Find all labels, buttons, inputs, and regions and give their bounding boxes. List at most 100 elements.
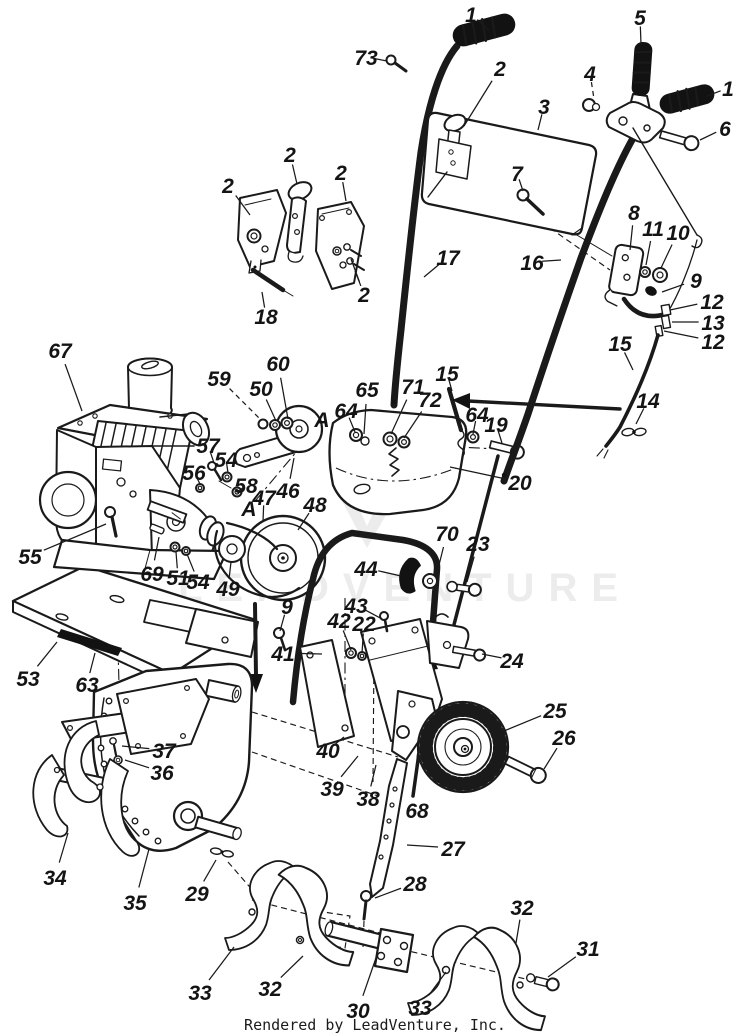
bracket-plate-right — [315, 201, 365, 290]
leader-line — [43, 523, 107, 551]
cable-adjuster-12 — [660, 303, 672, 317]
leader-line — [289, 457, 295, 479]
leader-line — [265, 399, 277, 422]
part-label-65: 65 — [355, 379, 379, 402]
part-label-33: 33 — [188, 982, 212, 1005]
part-label-47: 47 — [251, 487, 277, 510]
axle-bolt-26 — [504, 755, 547, 784]
screw-65 — [360, 436, 370, 446]
part-label-54: 54 — [186, 571, 210, 594]
part-label-24: 24 — [499, 650, 524, 673]
part-label-70: 70 — [435, 523, 459, 546]
leader-line — [623, 352, 634, 371]
s-tine-32-left — [277, 864, 355, 967]
part-label-32: 32 — [510, 897, 534, 920]
belt-drive-assembly — [195, 386, 525, 602]
part-label-56: 56 — [182, 462, 206, 485]
tine-blade — [100, 758, 141, 857]
part-label-14: 14 — [636, 390, 660, 413]
part-label-7: 7 — [511, 163, 524, 186]
leader-line — [370, 764, 377, 787]
leader-line — [481, 653, 502, 659]
leader-line — [354, 270, 362, 287]
footer-credit: Rendered by LeadVenture, Inc. — [244, 1016, 506, 1034]
part-label-31: 31 — [576, 938, 599, 961]
leader-line — [280, 955, 304, 979]
cable-direction-arrow-15 — [466, 399, 622, 411]
part-label-18: 18 — [254, 306, 278, 329]
part-label-72: 72 — [418, 389, 442, 412]
leader-line — [361, 633, 364, 654]
part-label-64: 64 — [465, 404, 489, 427]
shaft-key — [149, 523, 165, 535]
part-label-2: 2 — [283, 144, 296, 167]
part-label-68: 68 — [405, 800, 429, 823]
leader-line — [261, 291, 266, 308]
leader-line — [497, 430, 503, 444]
part-label-30: 30 — [346, 1000, 370, 1023]
shift-lever — [443, 113, 467, 133]
part-label-12: 12 — [701, 331, 725, 354]
pin-18 — [250, 267, 286, 293]
part-label-50: 50 — [249, 378, 273, 401]
part-label-37: 37 — [152, 740, 177, 763]
part-label-5: 5 — [634, 7, 646, 30]
leader-line — [362, 954, 378, 997]
leader-line — [629, 225, 634, 251]
leader-line — [669, 303, 698, 311]
part-label-42: 42 — [326, 610, 351, 633]
leader-line — [175, 551, 178, 569]
leader-line — [590, 82, 595, 100]
part-label-53: 53 — [16, 668, 40, 691]
screw-59 — [257, 418, 269, 430]
leader-line — [340, 755, 359, 778]
throttle-rod — [632, 127, 698, 236]
wheel-assembly — [391, 690, 547, 794]
part-label-13: 13 — [701, 312, 725, 335]
bottom-tine-assembly — [224, 860, 560, 1032]
depth-stake — [369, 758, 408, 898]
part-label-33: 33 — [408, 997, 432, 1020]
leader-line — [64, 363, 83, 412]
leader-line — [423, 263, 441, 278]
part-label-39: 39 — [320, 778, 344, 801]
leader-line — [547, 956, 577, 978]
part-label-15: 15 — [435, 363, 459, 386]
control-panel — [420, 111, 598, 236]
bolt-57 — [207, 461, 217, 471]
leader-line — [228, 561, 232, 579]
leader-line — [296, 652, 323, 655]
part-label-10: 10 — [666, 222, 690, 245]
leader-line — [89, 652, 96, 674]
throttle-cable-15 — [604, 333, 660, 448]
cable-end-15 — [446, 386, 464, 433]
bracket-plate-left — [237, 189, 287, 268]
leader-line — [58, 832, 69, 863]
part-label-54: 54 — [214, 449, 238, 472]
leader-line — [463, 80, 493, 127]
part-label-46: 46 — [275, 480, 300, 503]
part-label-9: 9 — [690, 270, 702, 293]
leader-line — [466, 556, 475, 583]
part-label-40: 40 — [315, 740, 340, 763]
output-shaft — [194, 815, 242, 841]
leader-line — [660, 244, 673, 269]
leader-line — [203, 859, 217, 882]
shaft-clip-29 — [209, 847, 234, 858]
part-label-51: 51 — [166, 567, 189, 590]
leader-line — [645, 240, 652, 266]
leader-line — [291, 164, 298, 185]
left-tine-assembly — [32, 720, 141, 857]
clutch-grip — [631, 41, 653, 97]
leader-line — [699, 131, 717, 141]
part-label-57: 57 — [196, 435, 221, 458]
part-label-20: 20 — [507, 472, 532, 495]
panel-plate — [420, 111, 598, 236]
leader-line — [262, 505, 265, 522]
lower-mount-brackets — [273, 611, 487, 748]
belt-cover-plate — [328, 408, 468, 516]
crankshaft — [146, 500, 188, 524]
bolt-23 — [446, 580, 482, 597]
part-label-49: 49 — [215, 578, 240, 601]
